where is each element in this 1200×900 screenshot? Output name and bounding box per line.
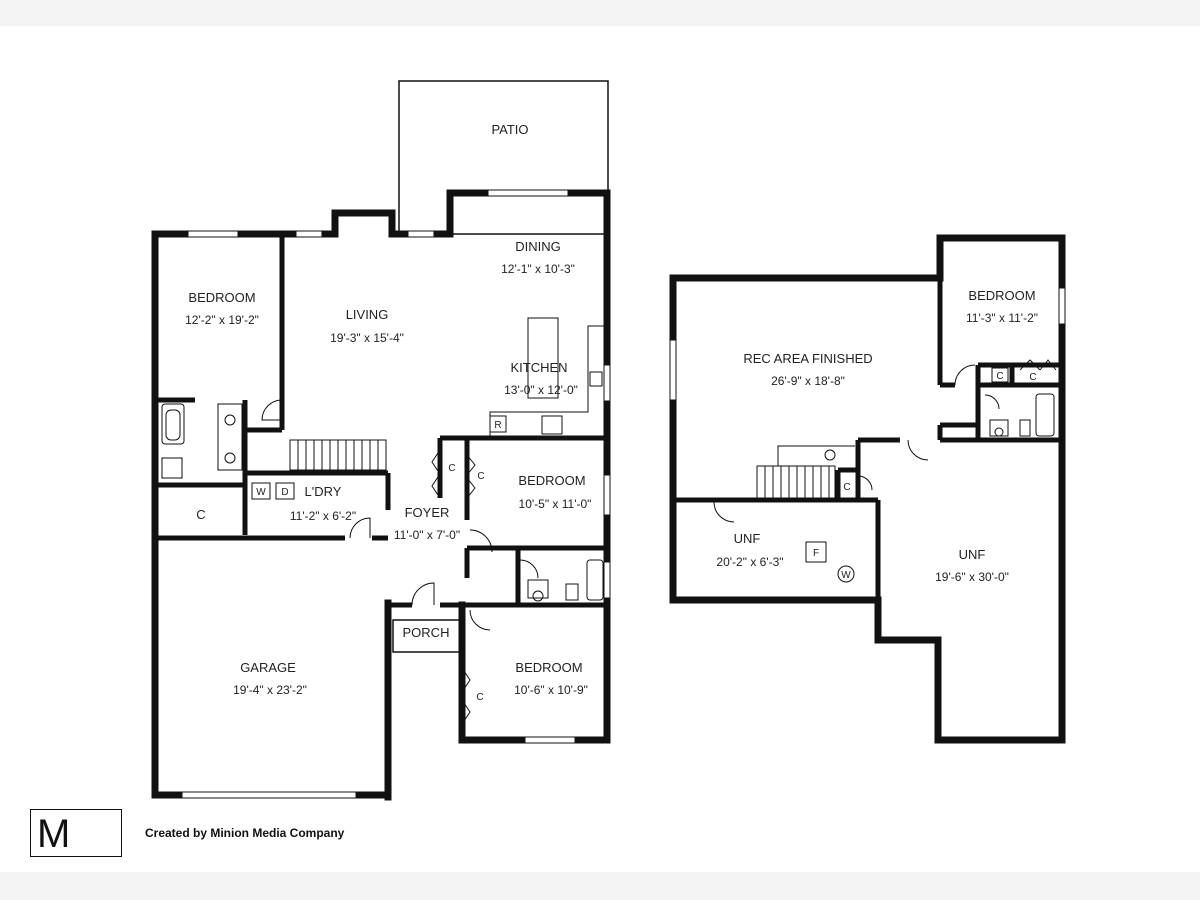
main-windows — [181, 189, 611, 799]
lower-closet-symbol-1: C — [996, 371, 1003, 382]
closet-symbol-foyer: C — [448, 463, 455, 474]
unf-large-dims: 19'-6" x 30'-0" — [935, 570, 1009, 584]
bottom-band — [0, 872, 1200, 900]
foyer-dims: 11'-0" x 7'-0" — [394, 528, 460, 542]
lower-closet-box-1 — [991, 367, 1009, 383]
bedroom-2-dims: 10'-5" x 11'-0" — [519, 497, 592, 511]
rec-area-label: REC AREA FINISHED — [743, 351, 872, 366]
main-doors — [261, 399, 539, 725]
exterior-walls — [151, 189, 611, 801]
lower-closet-symbol-2: C — [1029, 372, 1036, 383]
closet-symbol-mudroom: C — [196, 507, 205, 522]
lower-bedroom-label: BEDROOM — [968, 288, 1035, 303]
water-heater-circle — [837, 565, 855, 583]
living-dims: 19'-3" x 15'-4" — [330, 331, 404, 345]
dryer-symbol: D — [281, 487, 288, 498]
patio-label: PATIO — [491, 122, 528, 137]
unf-small-label: UNF — [734, 531, 761, 546]
closet-symbol-bedroom-2: C — [477, 471, 484, 482]
lower-interior-walls — [673, 278, 1062, 600]
dining-label: DINING — [515, 239, 561, 254]
laundry-label: L'DRY — [305, 484, 342, 499]
range-box — [489, 415, 507, 433]
unf-small-dims: 20'-2" x 6'-3" — [716, 555, 783, 569]
lower-level — [669, 234, 1066, 744]
rec-area-dims: 26'-9" x 18'-8" — [771, 374, 845, 388]
master-bedroom-dims: 12'-2" x 19'-2" — [185, 313, 259, 327]
company-logo: M — [30, 809, 122, 857]
unf-large-label: UNF — [959, 547, 986, 562]
washer-box — [251, 482, 271, 500]
bedroom-3-dims: 10'-6" x 10'-9" — [514, 683, 588, 697]
lower-closet-symbol-stair: C — [843, 482, 850, 493]
lower-exterior-walls — [669, 234, 1066, 744]
kitchen-dims: 13'-0" x 12'-0" — [504, 383, 578, 397]
garage-dims: 19'-4" x 23'-2" — [233, 683, 307, 697]
kitchen-counters — [489, 317, 604, 438]
main-floor — [151, 80, 611, 801]
garage-label: GARAGE — [240, 660, 296, 675]
porch-outline — [392, 619, 461, 653]
patio-outline — [398, 80, 609, 235]
living-label: LIVING — [346, 307, 389, 322]
bath-fixtures — [161, 403, 604, 602]
foyer-label: FOYER — [405, 505, 450, 520]
main-stairs — [289, 439, 387, 471]
dining-dims: 12'-1" x 10'-3" — [501, 262, 575, 276]
furnace-symbol: F — [813, 548, 819, 559]
bedroom-3-label: BEDROOM — [515, 660, 582, 675]
bedroom-2-label: BEDROOM — [518, 473, 585, 488]
master-bedroom-label: BEDROOM — [188, 290, 255, 305]
laundry-dims: 11'-2" x 6'-2" — [290, 509, 356, 523]
closet-symbol-bedroom-3: C — [476, 692, 483, 703]
top-band — [0, 0, 1200, 26]
water-heater-symbol: W — [841, 570, 851, 581]
logo-letter: M — [37, 812, 71, 856]
lower-bath-fixtures — [989, 393, 1055, 437]
credit-text: Created by Minion Media Company — [145, 826, 345, 840]
lower-stairs — [756, 445, 855, 499]
lower-windows — [669, 287, 1066, 401]
furnace-box — [805, 541, 827, 563]
lower-bedroom-dims: 11'-3" x 11'-2" — [966, 311, 1038, 325]
lower-doors — [713, 359, 1057, 523]
washer-symbol: W — [256, 487, 266, 498]
dryer-box — [275, 482, 295, 500]
porch-label: PORCH — [403, 625, 450, 640]
range-symbol: R — [494, 420, 501, 431]
kitchen-label: KITCHEN — [510, 360, 567, 375]
interior-walls — [155, 234, 607, 740]
